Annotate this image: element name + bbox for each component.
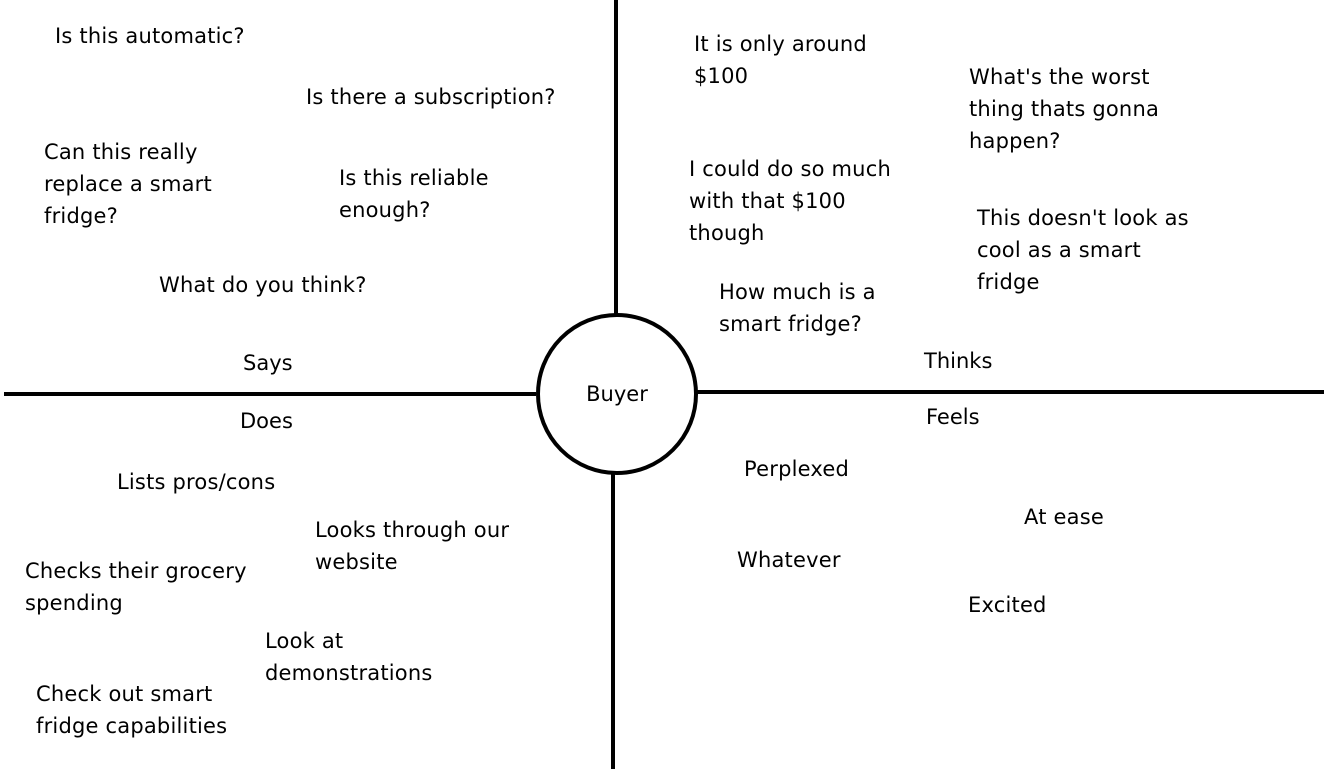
says-note: Can this really replace a smart fridge? xyxy=(44,140,212,228)
thinks-note: What's the worst thing thats gonna happe… xyxy=(969,65,1160,153)
thinks-note: I could do so much with that $100 though xyxy=(689,157,891,245)
feels-note: At ease xyxy=(1024,505,1104,529)
thinks-note: This doesn't look as cool as a smart fri… xyxy=(977,206,1189,294)
quadrant-label-thinks: Thinks xyxy=(924,349,993,373)
vertical-axis-bottom xyxy=(611,470,615,769)
horizontal-axis-left xyxy=(4,392,536,396)
does-note: Check out smart fridge capabilities xyxy=(36,682,228,738)
does-note: Look at demonstrations xyxy=(265,629,433,685)
center-circle: Buyer xyxy=(536,313,698,475)
horizontal-axis-right xyxy=(696,390,1324,394)
feels-note: Whatever xyxy=(737,548,841,572)
quadrant-label-says: Says xyxy=(243,351,293,375)
says-note: Is this reliable enough? xyxy=(339,166,489,222)
says-note: What do you think? xyxy=(159,273,367,297)
vertical-axis-top xyxy=(614,0,618,315)
thinks-note: It is only around $100 xyxy=(694,32,867,88)
quadrant-label-feels: Feels xyxy=(926,405,980,429)
quadrant-label-does: Does xyxy=(240,409,293,433)
says-note: Is there a subscription? xyxy=(306,85,556,109)
does-note: Looks through our website xyxy=(315,518,510,574)
does-note: Checks their grocery spending xyxy=(25,559,247,615)
does-note: Lists pros/cons xyxy=(117,470,276,494)
says-note: Is this automatic? xyxy=(55,24,245,48)
feels-note: Excited xyxy=(968,593,1047,617)
thinks-note: How much is a smart fridge? xyxy=(719,280,876,336)
center-label: Buyer xyxy=(586,382,648,406)
feels-note: Perplexed xyxy=(744,457,850,481)
